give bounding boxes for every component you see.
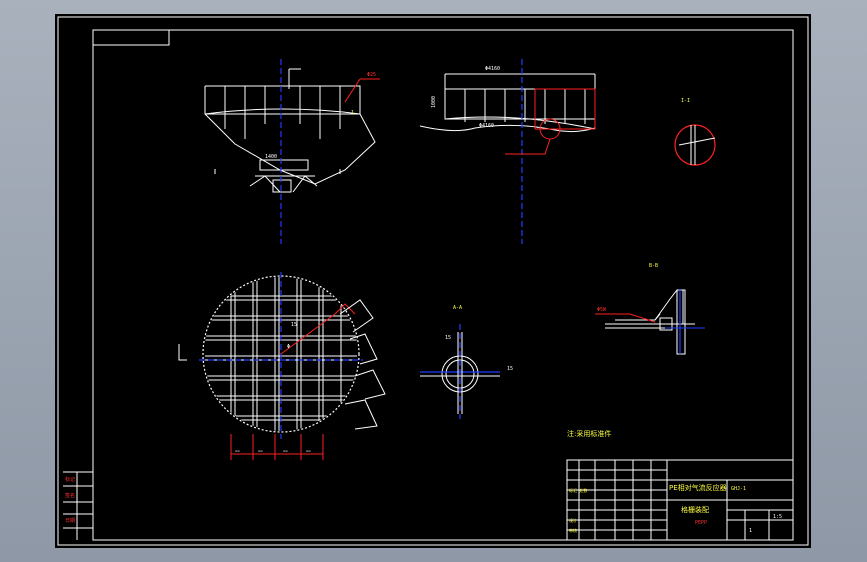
item-tag: 1: [351, 110, 354, 116]
inner-frame: [92, 29, 794, 541]
side-stamp-strip: 标记 签名 日期: [63, 471, 93, 540]
dim-plan-offset: 15: [291, 322, 297, 328]
title-block-title: PE相对气流反应器: [669, 483, 727, 492]
svg-text:标记 处数: 标记 处数: [569, 487, 587, 493]
dim-plan-radius: Φ: [287, 344, 290, 350]
dim-1400: 1400: [265, 154, 277, 160]
leader-top-left: [344, 78, 361, 103]
dim-cross: 15: [445, 335, 451, 341]
svg-text:==: ==: [235, 448, 240, 453]
cad-drawing: 标记 签名 日期 1400 Φ25 1: [57, 16, 809, 546]
weld-leader: [595, 313, 656, 323]
title-block-scale: 1:5: [773, 514, 782, 520]
svg-text:设计: 设计: [569, 517, 577, 523]
label-weld: Φ5W: [597, 307, 607, 313]
title-block: [566, 459, 794, 541]
svg-text:==: ==: [283, 448, 288, 453]
label-section-b: A-A: [453, 305, 462, 311]
stamp-2: 日期: [65, 518, 75, 524]
title-block-material: PEPP: [695, 520, 707, 526]
vessel-highlight: [505, 88, 596, 155]
vessel-section: [419, 73, 596, 133]
dim-1000: 1000: [431, 96, 437, 108]
grid-plan-view: == == == == 15 Φ: [178, 272, 386, 460]
outer-frame: [57, 16, 809, 546]
weld-detail: [605, 289, 695, 355]
title-block-part: 格栅装配: [681, 505, 709, 514]
title-block-drawing-no: GHJ-1: [731, 486, 746, 492]
title-block-sheet: 1: [749, 528, 752, 534]
svg-text:审核: 审核: [569, 527, 577, 533]
label-detail-c: B-B: [649, 263, 658, 269]
label-detail-a: I-I: [681, 98, 690, 104]
dim-chain-bottom: [230, 434, 324, 460]
stamp-0: 标记: [65, 476, 75, 483]
drawing-canvas[interactable]: 标记 签名 日期 1400 Φ25 1: [55, 14, 811, 548]
dim-phi4160: Φ4160: [485, 66, 500, 72]
corner-code-box: [92, 29, 170, 46]
funnel-elevation: [204, 85, 376, 193]
dim-inner: Φ4160: [479, 123, 494, 129]
svg-text:==: ==: [306, 448, 311, 453]
stamp-1: 签名: [65, 492, 75, 499]
drawing-note: 注:采用标准件: [567, 429, 611, 438]
dim-cross-right: 15: [507, 366, 513, 372]
svg-text:==: ==: [258, 448, 263, 453]
leader-label-top-left: Φ25: [367, 72, 376, 78]
